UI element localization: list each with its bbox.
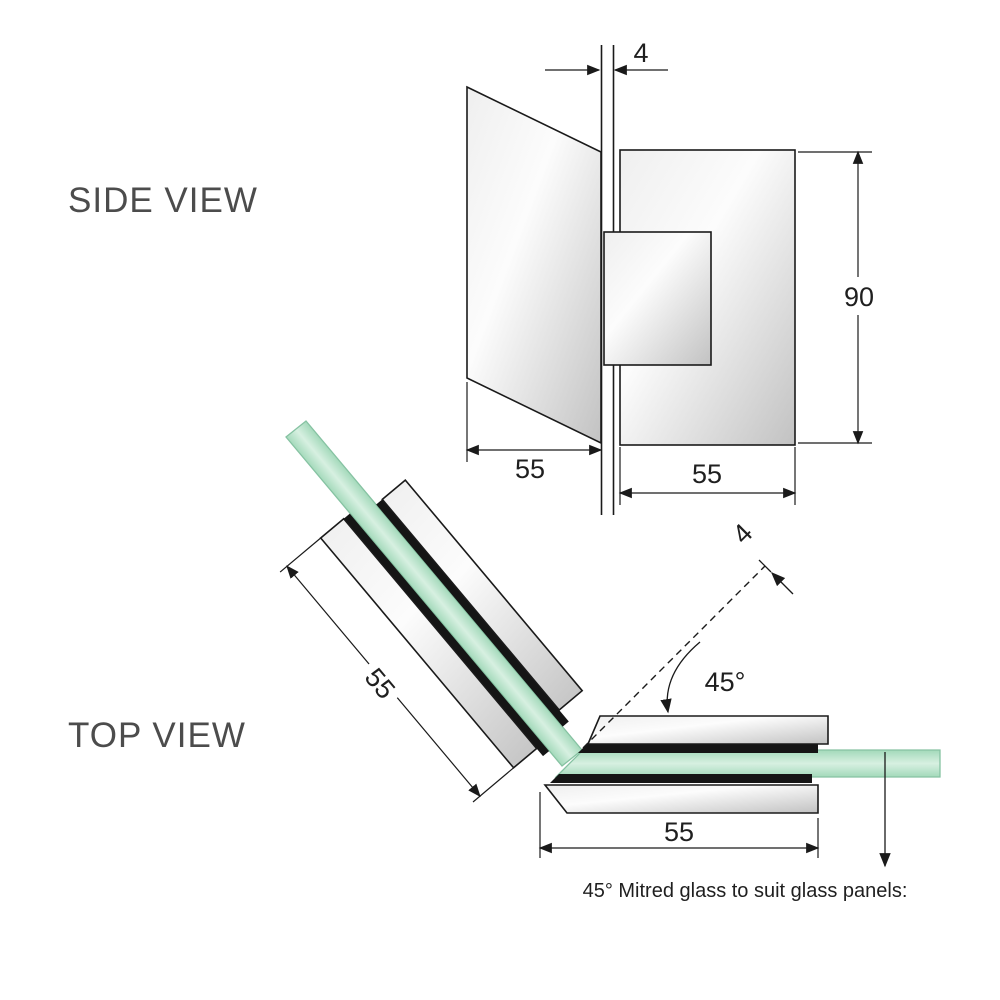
dim-plate-width: 55 xyxy=(618,447,797,505)
horizontal-clamp-bottom xyxy=(543,784,819,814)
dim-right-plate-width: 55 xyxy=(538,792,820,858)
dim-plate-width-value: 55 xyxy=(692,459,722,489)
top-view-title: TOP VIEW xyxy=(68,716,246,755)
dim-mitre-angle-value: 45° xyxy=(705,667,746,697)
side-view-title: SIDE VIEW xyxy=(68,181,258,220)
hinge-knuckle xyxy=(603,231,712,366)
caption-callout: 45° Mitred glass to suit glass panels: xyxy=(583,752,908,902)
caption-text: 45° Mitred glass to suit glass panels: xyxy=(583,880,908,902)
horizontal-gasket-top xyxy=(578,744,818,753)
extension-line-near xyxy=(472,767,514,803)
extension-line-far xyxy=(279,537,322,573)
dim-mitre-gap: 4 xyxy=(582,518,794,749)
dim-label-background xyxy=(355,652,411,710)
dim-hinge-height: 90 xyxy=(798,150,877,445)
gap-pointer-arrow xyxy=(770,571,794,595)
diagonal-clamp-upper xyxy=(381,478,584,712)
dim-mitre-angle: 45° xyxy=(660,641,746,714)
dim-hinge-height-value: 90 xyxy=(844,282,874,312)
dim-glass-thickness-value: 4 xyxy=(633,38,648,68)
top-view: TOP VIEW 4 45° xyxy=(68,420,941,902)
dim-glass-side-width: 55 xyxy=(465,382,603,484)
dim-glass-thickness: 4 xyxy=(545,38,668,76)
side-glass-panel xyxy=(466,85,602,445)
horizontal-gasket-bottom xyxy=(550,774,812,783)
seam-end-tick xyxy=(758,559,772,573)
dim-label-background xyxy=(841,277,877,315)
dim-mitre-gap-value: 4 xyxy=(727,518,759,550)
mitre-seam-dashed-line xyxy=(582,565,766,749)
horizontal-glass-panel xyxy=(554,749,941,778)
dim-right-plate-width-value: 55 xyxy=(664,817,694,847)
horizontal-clamp-top xyxy=(586,715,829,745)
dim-label-group: 55 xyxy=(355,652,411,710)
side-view: SIDE VIEW 4 90 55 55 xyxy=(68,38,877,515)
angle-arc xyxy=(660,641,701,714)
dim-glass-side-width-value: 55 xyxy=(515,454,545,484)
